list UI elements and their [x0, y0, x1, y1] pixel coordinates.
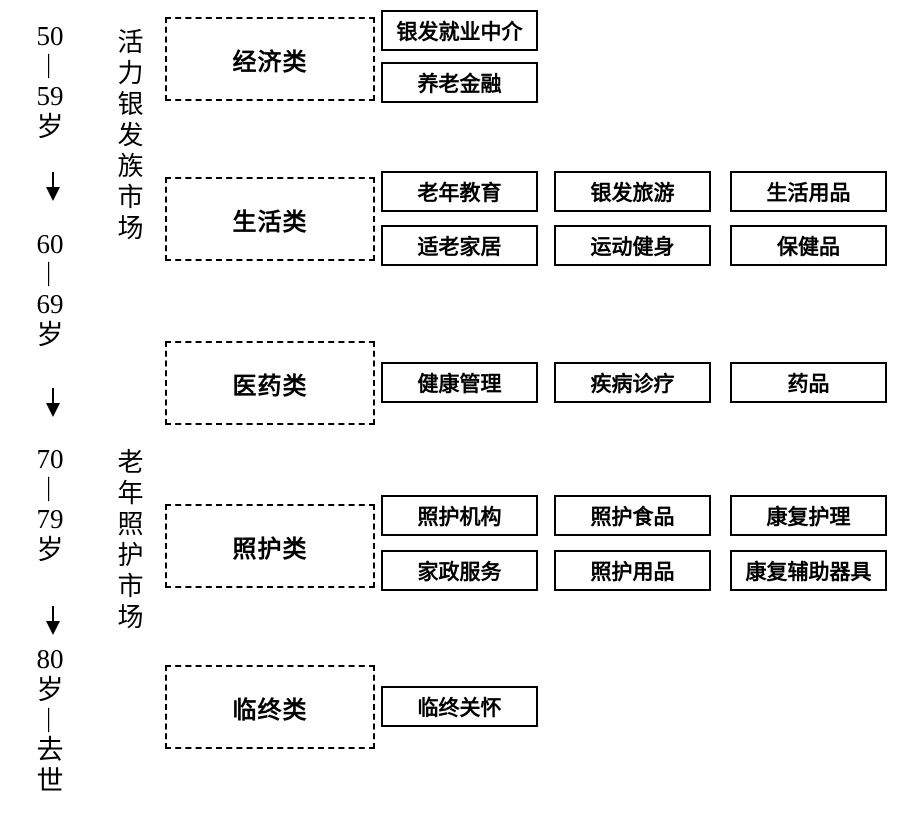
item-box-age-friendly-home: 适老家居 [381, 225, 538, 266]
age-stage-60-69: 60 — 69 岁 [24, 230, 76, 349]
arrow-tail [51, 388, 55, 403]
age-text: 79 [36, 504, 64, 534]
item-box-sports-fitness: 运动健身 [554, 225, 711, 266]
item-box-housekeeping-services: 家政服务 [381, 550, 538, 591]
dash: — [37, 477, 63, 501]
item-box-health-supplements: 保健品 [730, 225, 887, 266]
item-box-care-supplies: 照护用品 [554, 550, 711, 591]
market-label-active-silver: 活力银发族市场 [114, 28, 144, 245]
category-label: 临终类 [232, 696, 308, 724]
item-box-pension-finance: 养老金融 [381, 62, 538, 103]
category-box-economy: 经济类 [165, 17, 375, 101]
category-label: 照护类 [232, 535, 308, 563]
category-box-life: 生活类 [165, 177, 375, 261]
age-text: 80 [36, 644, 64, 674]
item-box-care-food: 照护食品 [554, 495, 711, 536]
arrow-tail [51, 606, 55, 621]
item-box-hospice-care: 临终关怀 [381, 686, 538, 727]
dash: — [37, 708, 63, 732]
age-unit-text: 岁 [36, 112, 64, 142]
category-box-end-of-life: 临终类 [165, 665, 375, 749]
age-unit-text: 岁 [36, 675, 64, 705]
age-text: 世 [36, 766, 64, 796]
arrow-tail [51, 172, 55, 187]
category-box-care: 照护类 [165, 504, 375, 588]
arrow-head [46, 403, 60, 417]
down-arrow-icon [45, 388, 61, 417]
age-text: 70 [36, 444, 64, 474]
item-box-health-management: 健康管理 [381, 362, 538, 403]
age-stage-70-79: 70 — 79 岁 [24, 445, 76, 564]
arrow-head [46, 621, 60, 635]
item-box-care-institutions: 照护机构 [381, 495, 538, 536]
category-label: 医药类 [232, 372, 308, 400]
item-box-rehab-assistive-devices: 康复辅助器具 [730, 550, 887, 591]
category-label: 生活类 [232, 208, 308, 236]
item-box-silver-employment-agency: 银发就业中介 [381, 10, 538, 51]
item-box-daily-necessities: 生活用品 [730, 171, 887, 212]
dash: — [37, 54, 63, 78]
item-box-silver-tourism: 银发旅游 [554, 171, 711, 212]
age-unit-text: 岁 [36, 535, 64, 565]
age-unit-text: 岁 [36, 320, 64, 350]
arrow-head [46, 187, 60, 201]
dash: — [37, 262, 63, 286]
item-box-elderly-education: 老年教育 [381, 171, 538, 212]
age-stage-50-59: 50 — 59 岁 [24, 22, 76, 141]
item-box-disease-diagnosis-treatment: 疾病诊疗 [554, 362, 711, 403]
age-text: 59 [36, 81, 64, 111]
age-text: 50 [36, 21, 64, 51]
age-stage-80-death: 80 岁 — 去 世 [24, 645, 76, 795]
item-box-rehab-nursing: 康复护理 [730, 495, 887, 536]
category-box-medical: 医药类 [165, 341, 375, 425]
age-text: 69 [36, 289, 64, 319]
category-label: 经济类 [232, 48, 308, 76]
market-label-elderly-care: 老年照护市场 [114, 448, 144, 634]
item-box-medicine: 药品 [730, 362, 887, 403]
age-text: 去 [36, 735, 64, 765]
down-arrow-icon [45, 172, 61, 201]
age-text: 60 [36, 229, 64, 259]
down-arrow-icon [45, 606, 61, 635]
